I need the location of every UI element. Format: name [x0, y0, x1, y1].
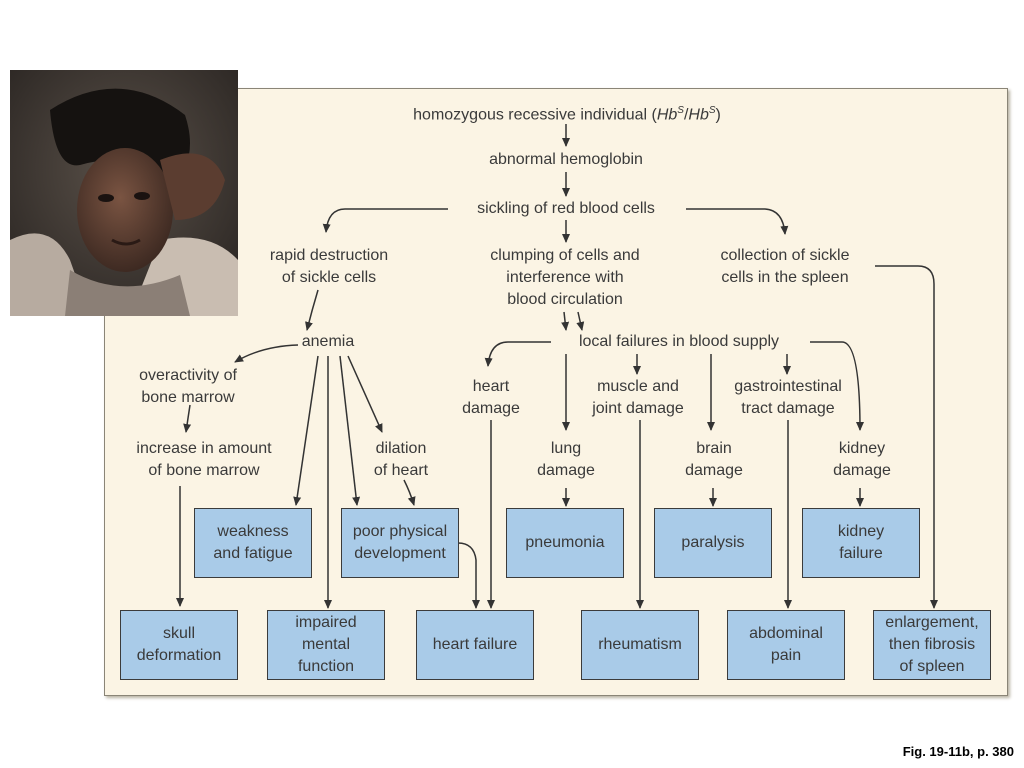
allele-superscript-2: S	[708, 105, 716, 116]
diagram-panel	[104, 88, 1008, 696]
clumping-of-cells: clumping of cells and interference with …	[490, 247, 640, 308]
increase-bone-marrow: increase in amount of bone marrow	[136, 440, 272, 479]
box-impaired-mental: impaired mental function	[267, 610, 385, 680]
brain-damage: brain damage	[685, 440, 743, 479]
kidney-damage: kidney damage	[833, 440, 891, 479]
rapid-destruction: rapid destruction of sickle cells	[269, 247, 389, 286]
box-poor-development: poor physical development	[341, 508, 459, 578]
hb-allele-2: Hb	[688, 106, 709, 124]
box-rheumatism: rheumatism	[581, 610, 699, 680]
slash: /	[683, 106, 689, 124]
box-paralysis: paralysis	[654, 508, 772, 578]
allele-superscript-1: S	[677, 105, 684, 116]
box-abdominal-pain: abdominal pain	[727, 610, 845, 680]
box-weakness-fatigue: weakness and fatigue	[194, 508, 312, 578]
genotype-title: homozygous recessive individual (HbS/HbS…	[372, 100, 762, 126]
dilation-of-heart: dilation of heart	[373, 440, 429, 479]
box-pneumonia: pneumonia	[506, 508, 624, 578]
heart-damage: heart damage	[462, 378, 520, 417]
gastrointestinal-damage: gastrointestinal tract damage	[734, 378, 842, 417]
collection-in-spleen: collection of sickle cells in the spleen	[720, 247, 850, 286]
overactivity-bone-marrow: overactivity of bone marrow	[139, 367, 237, 406]
box-kidney-failure: kidney failure	[802, 508, 920, 578]
portrait-photo	[10, 70, 238, 316]
box-heart-failure: heart failure	[416, 610, 534, 680]
local-failures: local failures in blood supply	[578, 333, 780, 350]
box-enlargement-spleen: enlargement, then fibrosis of spleen	[873, 610, 991, 680]
muscle-joint-damage: muscle and joint damage	[592, 378, 684, 417]
anemia: anemia	[301, 333, 355, 350]
title-close: )	[715, 106, 721, 124]
box-skull-deformation: skull deformation	[120, 610, 238, 680]
figure-caption: Fig. 19-11b, p. 380	[902, 744, 1014, 759]
hb-allele-1: Hb	[656, 106, 678, 124]
title-text: homozygous recessive individual (	[413, 106, 657, 124]
lung-damage: lung damage	[537, 440, 595, 479]
abnormal-hemoglobin: abnormal hemoglobin	[489, 151, 643, 168]
sickling-red-cells: sickling of red blood cells	[477, 200, 655, 217]
